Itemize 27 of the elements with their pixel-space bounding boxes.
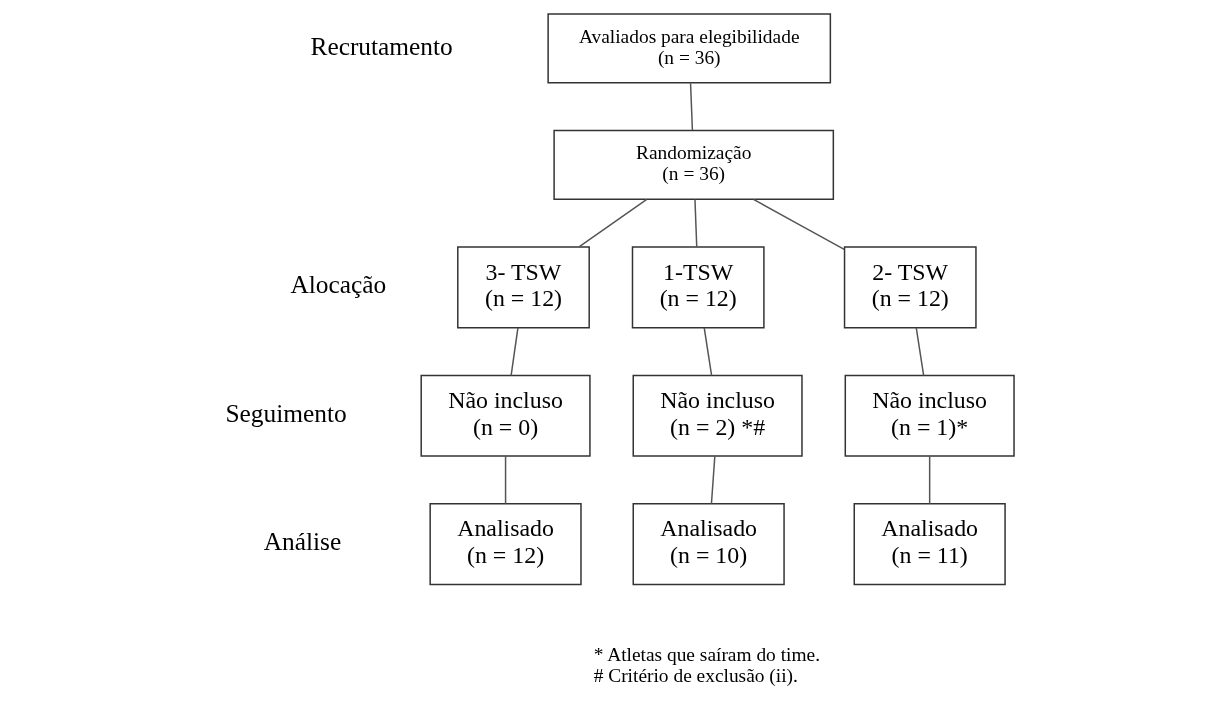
- label: Seguimento: [225, 398, 347, 427]
- node-box: Analisado (n = 11): [853, 503, 1006, 586]
- label: Recrutamento: [310, 31, 453, 60]
- label: # Critério de exclusão (ii).: [593, 665, 798, 687]
- node-box: 2- TSW (n = 12): [843, 246, 977, 329]
- connector: [928, 455, 931, 505]
- connector: [510, 327, 519, 376]
- node-box: Não incluso (n = 2) *#: [632, 374, 803, 457]
- connector: [694, 198, 698, 248]
- connector: [689, 82, 694, 131]
- node-box: Analisado (n = 10): [632, 503, 785, 586]
- label: Alocação: [290, 270, 387, 299]
- connector: [578, 198, 648, 248]
- label: Análise: [263, 527, 342, 556]
- connector: [504, 455, 507, 505]
- connector: [703, 327, 713, 376]
- connector: [915, 327, 925, 376]
- node-box: 3- TSW (n = 12): [457, 246, 590, 329]
- node-box: Analisado (n = 12): [429, 503, 582, 586]
- connector: [752, 198, 845, 251]
- node-box: Randomização (n = 36): [553, 129, 835, 200]
- label: * Atletas que saíram do time.: [593, 644, 821, 666]
- node-box: Avaliados para elegibilidade (n = 36): [547, 13, 832, 84]
- node-box: Não incluso (n = 1)*: [844, 374, 1015, 457]
- connector: [710, 455, 716, 505]
- node-box: 1-TSW (n = 12): [631, 246, 765, 329]
- node-box: Não incluso (n = 0): [420, 374, 591, 457]
